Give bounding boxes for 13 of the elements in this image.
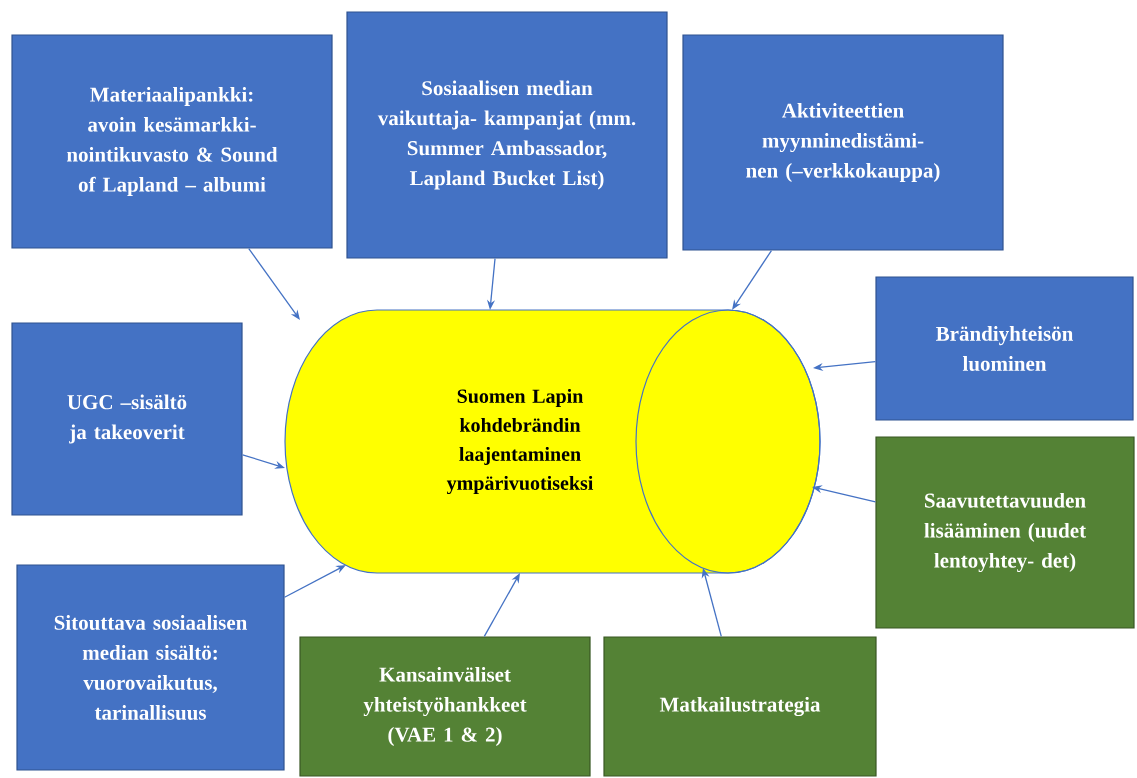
arrow bbox=[732, 249, 773, 310]
text-box: Aktiviteettien myynninedistämi- nen (–verkkokauppa) bbox=[682, 34, 1004, 251]
arrow bbox=[483, 573, 520, 638]
arrow bbox=[248, 247, 300, 320]
text-box: Saavutettavuuden lisääminen (uudet lentoyhtey- det) bbox=[875, 436, 1135, 629]
text-box: Brändiyhteisön luominen bbox=[875, 276, 1134, 421]
text-box: Kansainväliset yhteistyöhankkeet (VAE 1 & 2) bbox=[299, 636, 591, 777]
text-box: Sitouttava sosiaalisen median sisältö: vuorovaikutus, tarinallisuus bbox=[16, 564, 285, 771]
text-box: Matkailustrategia bbox=[603, 636, 877, 777]
text-box: Sosiaalisen median vaikuttaja- kampanjat (mm. Summer Ambassador, Lapland Bucket List) bbox=[346, 11, 668, 259]
text-box: UGC –sisältö ja takeoverit bbox=[11, 322, 243, 516]
text-box: Materiaalipankki: avoin kesämarkki- nointikuvasto & Sound of Lapland – albumi bbox=[11, 34, 333, 249]
arrow bbox=[283, 565, 346, 598]
